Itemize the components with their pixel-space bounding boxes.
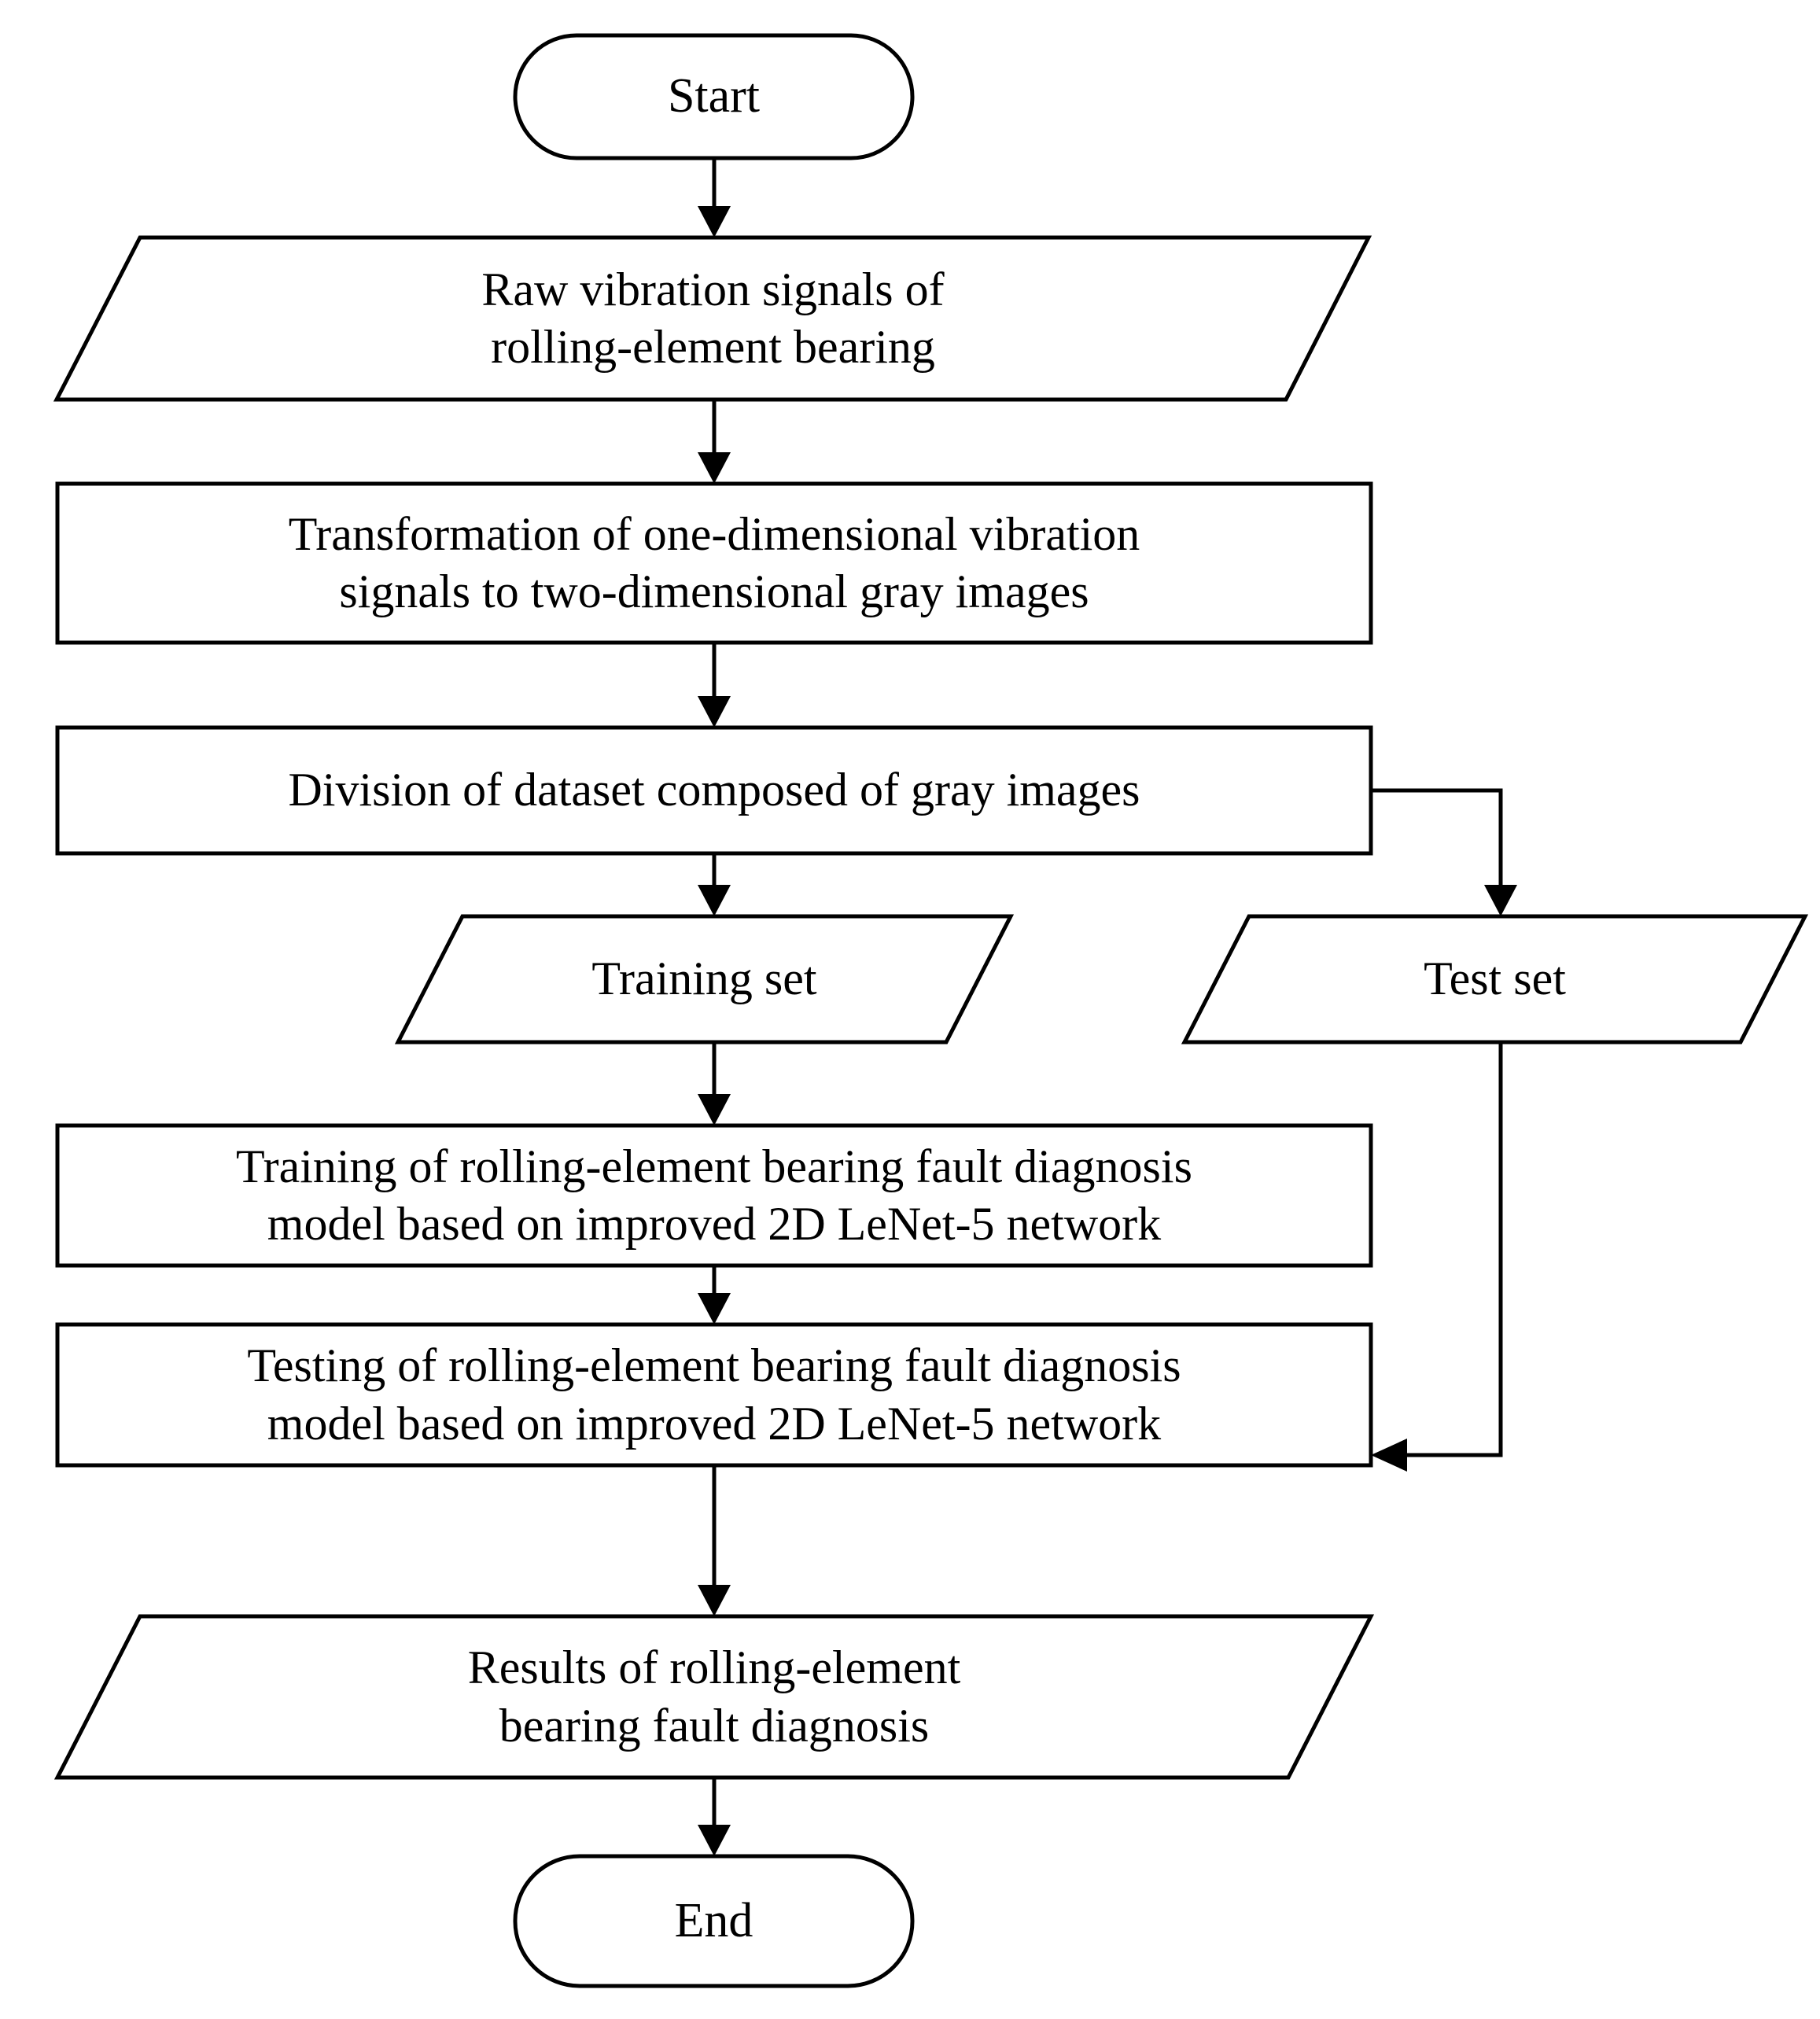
edge-results-to-end (698, 1778, 731, 1856)
node-division-shape[interactable] (55, 725, 1373, 856)
edge-division-to-test-set (1371, 788, 1517, 916)
node-end-shape[interactable] (513, 1854, 915, 1988)
node-layer (53, 33, 1809, 1988)
edge-raw-signals-to-transform (698, 400, 731, 484)
edge-transform-to-division (698, 643, 731, 728)
edge-start-to-raw-signals (698, 157, 731, 238)
edge-division-to-training-set (698, 853, 731, 916)
node-training-shape[interactable] (55, 1123, 1373, 1268)
edge-layer (698, 157, 1517, 1856)
edge-testing-to-results (698, 1465, 731, 1616)
edge-training-set-to-training (698, 1042, 731, 1126)
node-start-shape[interactable] (513, 33, 915, 160)
node-testing-shape[interactable] (55, 1322, 1373, 1468)
node-transform-shape[interactable] (55, 481, 1373, 645)
edge-training-to-testing (698, 1266, 731, 1325)
node-training-set-shape[interactable] (394, 914, 1015, 1045)
node-test-set-shape[interactable] (1181, 914, 1809, 1045)
node-results-shape[interactable] (53, 1614, 1375, 1780)
node-raw-signals-shape[interactable] (53, 235, 1372, 402)
edge-test-set-to-testing (1371, 1042, 1503, 1472)
